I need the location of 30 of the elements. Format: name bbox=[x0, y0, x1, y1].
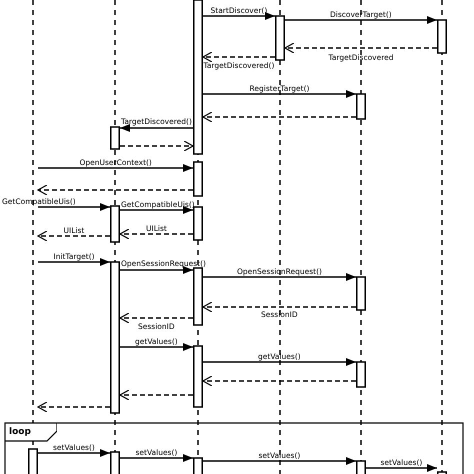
message-arrow bbox=[120, 454, 193, 462]
message-arrow bbox=[285, 16, 437, 24]
message-arrow bbox=[203, 358, 356, 366]
return-arrow bbox=[120, 140, 194, 152]
return-arrow bbox=[37, 230, 110, 242]
return-arrow bbox=[202, 301, 356, 313]
return-arrow bbox=[202, 375, 356, 387]
loop-tag: loop bbox=[5, 423, 57, 442]
lifeline bbox=[437, 0, 447, 474]
return-arrow bbox=[119, 389, 193, 401]
message-arrow bbox=[120, 124, 193, 132]
message-arrow bbox=[38, 258, 110, 266]
return-arrow bbox=[202, 111, 356, 123]
message-arrow bbox=[38, 164, 193, 172]
return-arrow bbox=[119, 228, 193, 240]
message-arrow bbox=[203, 273, 356, 281]
message-arrow bbox=[203, 90, 356, 98]
message-arrow bbox=[120, 266, 193, 274]
message-arrow bbox=[38, 203, 110, 211]
return-arrow bbox=[37, 184, 193, 196]
return-arrow bbox=[284, 42, 437, 54]
message-arrow bbox=[203, 12, 275, 20]
message-arrow bbox=[120, 206, 193, 214]
return-arrow bbox=[37, 401, 110, 413]
message-arrow bbox=[120, 343, 193, 351]
return-arrow bbox=[119, 312, 193, 324]
return-arrow bbox=[202, 51, 275, 63]
message-arrow bbox=[366, 464, 437, 472]
message-arrow bbox=[38, 449, 110, 457]
message-arrow bbox=[203, 457, 356, 465]
